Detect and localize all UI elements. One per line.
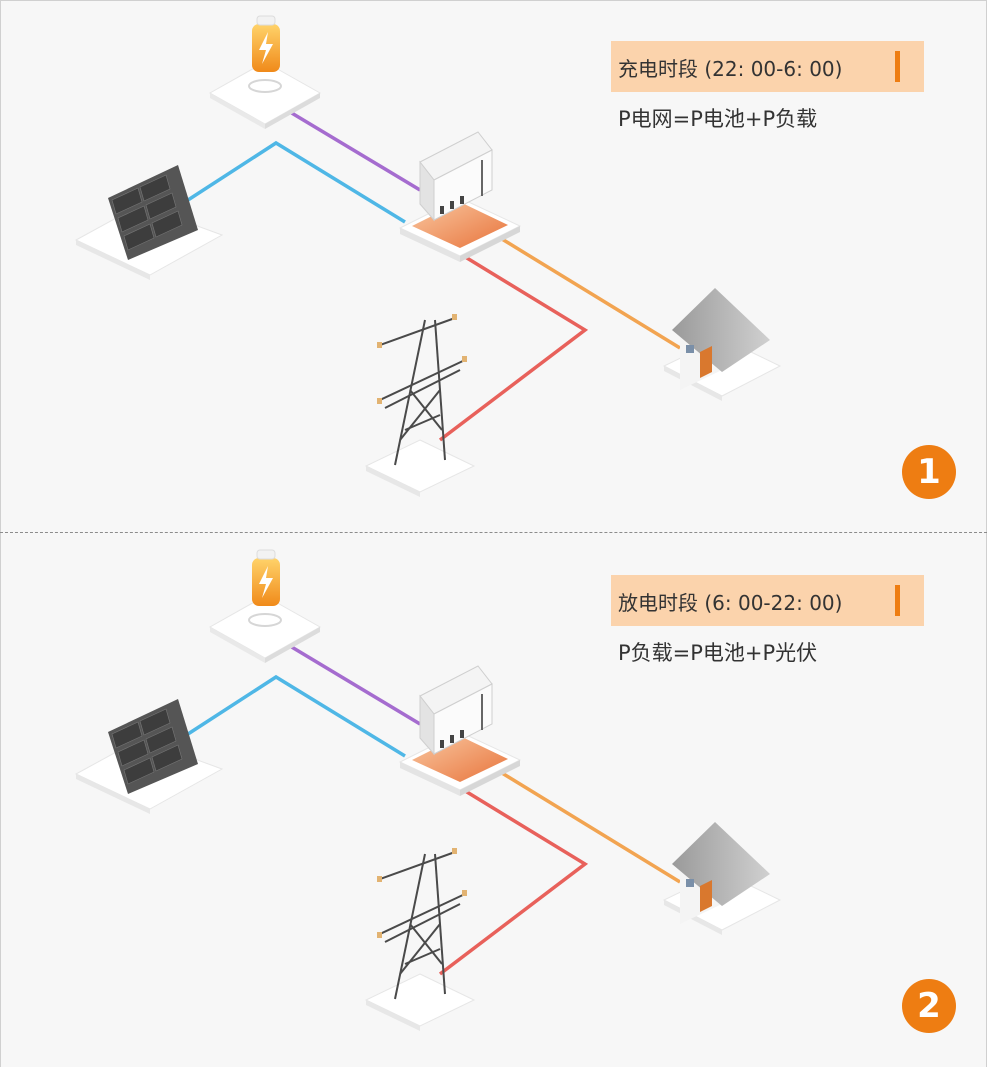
solar-link-line: [187, 674, 406, 758]
period-label-box: 放电时段 (6: 00-22: 00): [611, 575, 924, 626]
period-label: 充电时段 (22: 00-6: 00): [618, 57, 843, 81]
load-link-line: [496, 768, 681, 884]
battery-icon: [208, 549, 322, 663]
energy-flow-diagram: [74, 549, 782, 1031]
grid-tower-icon: [364, 314, 476, 497]
battery-icon: [208, 15, 322, 129]
grid-link-line: [438, 253, 589, 442]
house-load-icon: [662, 822, 782, 935]
period-accent-bar: [895, 585, 900, 616]
solar-panel-icon: [74, 165, 224, 280]
solar-link-line: [187, 140, 406, 224]
battery-link-line: [289, 110, 421, 192]
power-formula: P负载=P电池+P光伏: [618, 641, 818, 665]
inverter-icon: [398, 665, 522, 796]
step-badge: 1: [902, 445, 956, 499]
house-load-icon: [662, 288, 782, 401]
inverter-icon: [398, 131, 522, 262]
period-label-box: 充电时段 (22: 00-6: 00): [611, 41, 924, 92]
step-badge: 2: [902, 979, 956, 1033]
period-accent-bar: [895, 51, 900, 82]
grid-tower-icon: [364, 848, 476, 1031]
discharging-panel: 放电时段 (6: 00-22: 00) P负载=P电池+P光伏 2: [0, 534, 987, 1067]
period-label: 放电时段 (6: 00-22: 00): [618, 591, 843, 615]
grid-link-line: [438, 787, 589, 976]
frame-top-border: [0, 0, 987, 1]
load-link-line: [496, 234, 681, 350]
solar-panel-icon: [74, 699, 224, 814]
charging-panel: 充电时段 (22: 00-6: 00) P电网=P电池+P负载 1: [0, 0, 987, 532]
frame-left-border: [0, 0, 1, 1067]
power-formula: P电网=P电池+P负载: [618, 107, 818, 131]
energy-flow-diagram: [74, 15, 782, 497]
section-divider: [0, 532, 987, 533]
battery-link-line: [289, 644, 421, 726]
